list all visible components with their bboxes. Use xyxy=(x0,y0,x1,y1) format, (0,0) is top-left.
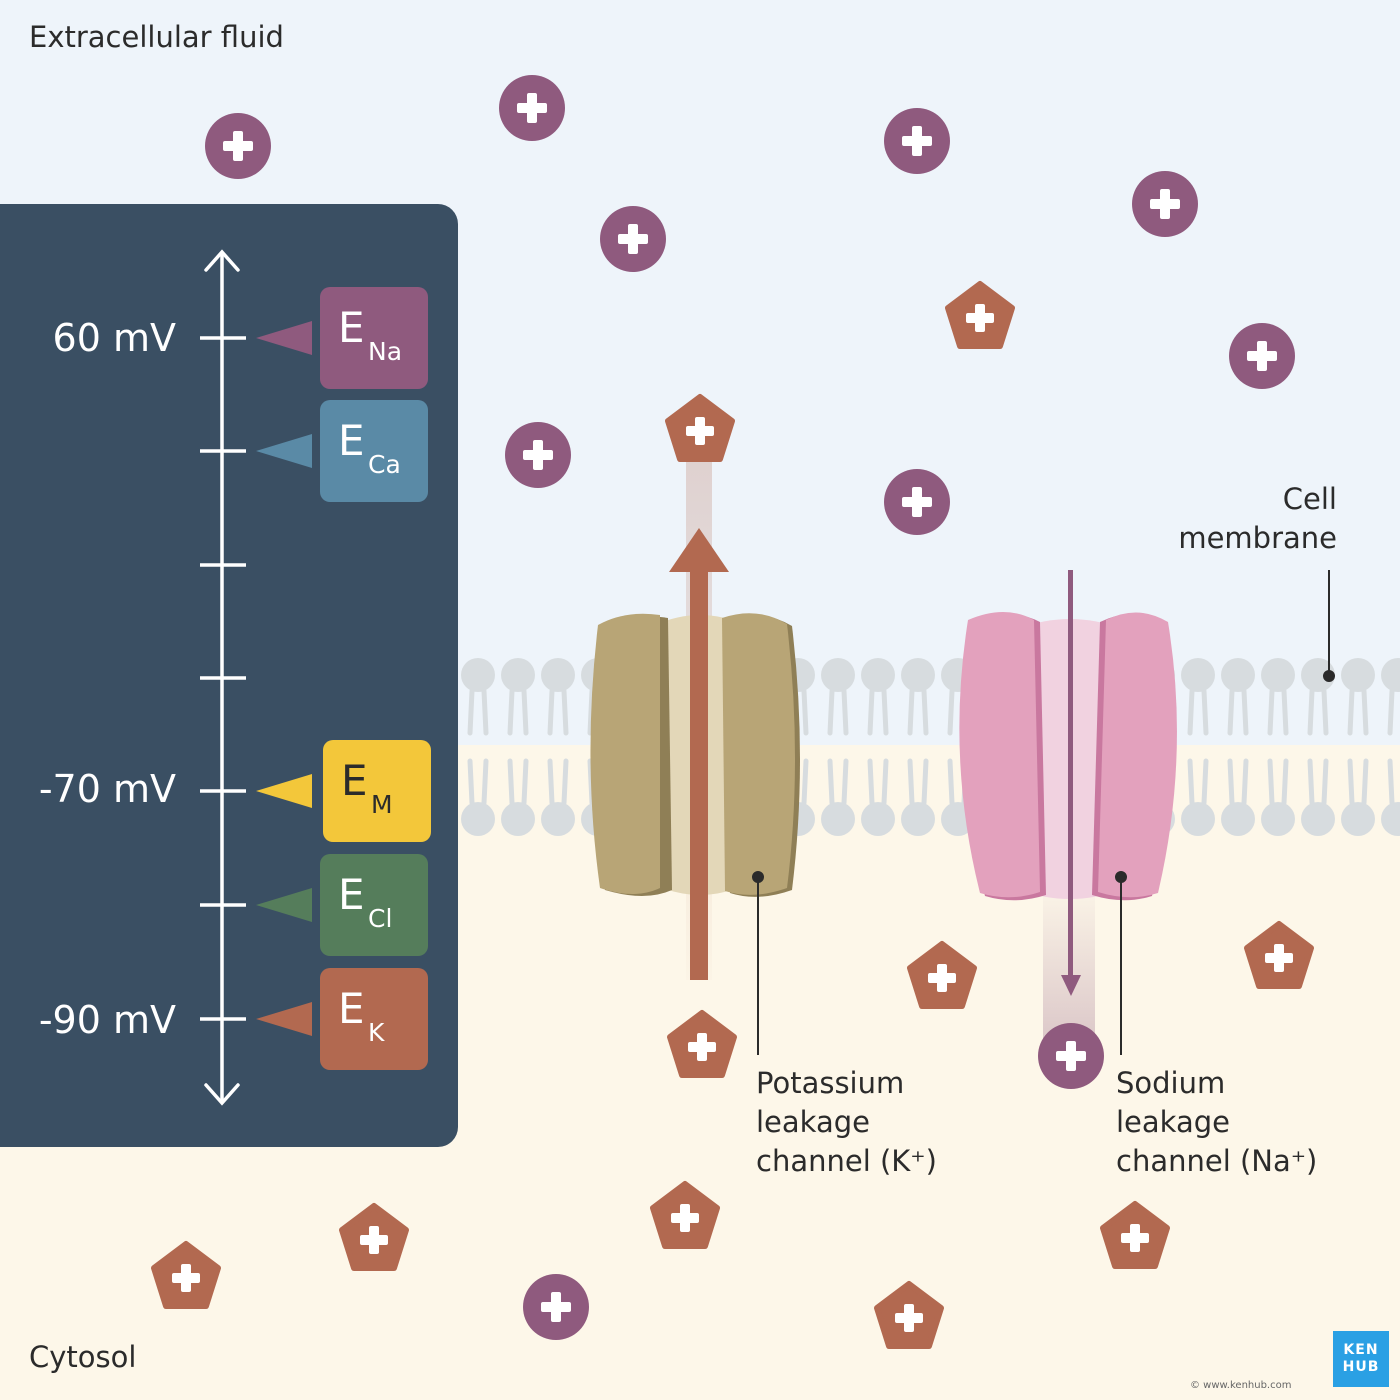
voltage-label-minus-70: -70 mV xyxy=(38,767,176,811)
sodium-ion-icon xyxy=(499,75,565,141)
potential-pointer xyxy=(256,1002,312,1036)
potential-symbol: E xyxy=(341,756,368,805)
potassium-leader-dot xyxy=(752,871,764,883)
cell-membrane-label-line: membrane xyxy=(1178,521,1337,555)
sodium-ion-icon xyxy=(205,113,271,179)
sodium-ion-icon xyxy=(1229,323,1295,389)
potential-subscript: K xyxy=(368,1018,385,1047)
cytosol-label: Cytosol xyxy=(29,1340,137,1374)
sodium-ion-icon xyxy=(884,108,950,174)
potential-symbol: E xyxy=(338,416,365,465)
potential-pointer xyxy=(256,434,312,468)
logo-line: HUB xyxy=(1342,1359,1380,1375)
potential-pointer xyxy=(256,888,312,922)
sodium-channel-label: Sodium leakage channel (Na⁺) xyxy=(1116,1064,1317,1181)
sodium-ion-icon xyxy=(1038,1023,1104,1089)
extracellular-fluid-label: Extracellular fluid xyxy=(29,20,284,54)
potassium-leakage-channel xyxy=(590,460,800,980)
sodium-channel-label-line: Sodium xyxy=(1116,1066,1226,1100)
potential-pointer xyxy=(256,774,312,808)
sodium-ion-icon xyxy=(1132,171,1198,237)
sodium-channel-label-line: channel (Na⁺) xyxy=(1116,1144,1318,1178)
sodium-channel-label-line: leakage xyxy=(1116,1105,1230,1139)
cell-membrane-label-line: Cell xyxy=(1282,482,1337,516)
potential-pointer xyxy=(256,321,312,355)
potential-subscript: Cl xyxy=(368,904,393,933)
sodium-leader-dot xyxy=(1115,871,1127,883)
potential-subscript: M xyxy=(371,790,393,819)
potential-symbol: E xyxy=(338,303,365,352)
potential-subscript: Ca xyxy=(368,450,401,479)
potential-symbol: E xyxy=(338,870,365,919)
potassium-channel-label-line: channel (K⁺) xyxy=(756,1144,937,1178)
voltage-label-60: 60 mV xyxy=(52,316,176,360)
cell-membrane-label: Cell membrane xyxy=(1140,480,1337,558)
sodium-ion-icon xyxy=(600,206,666,272)
potassium-channel-label: Potassium leakage channel (K⁺) xyxy=(756,1064,937,1181)
voltage-label-minus-90: -90 mV xyxy=(38,998,176,1042)
kenhub-logo: KEN HUB xyxy=(1333,1331,1389,1387)
potential-symbol: E xyxy=(338,984,365,1033)
membrane-leader-dot xyxy=(1323,670,1335,682)
sodium-leakage-channel xyxy=(959,570,1177,1040)
sodium-ion-icon xyxy=(884,469,950,535)
potential-subscript: Na xyxy=(368,337,403,366)
credit-text: © www.kenhub.com xyxy=(1190,1380,1292,1391)
sodium-ion-icon xyxy=(523,1274,589,1340)
potassium-channel-label-line: Potassium xyxy=(756,1066,905,1100)
sodium-ion-icon xyxy=(505,422,571,488)
potassium-channel-label-line: leakage xyxy=(756,1105,870,1139)
logo-line: KEN xyxy=(1343,1342,1379,1358)
